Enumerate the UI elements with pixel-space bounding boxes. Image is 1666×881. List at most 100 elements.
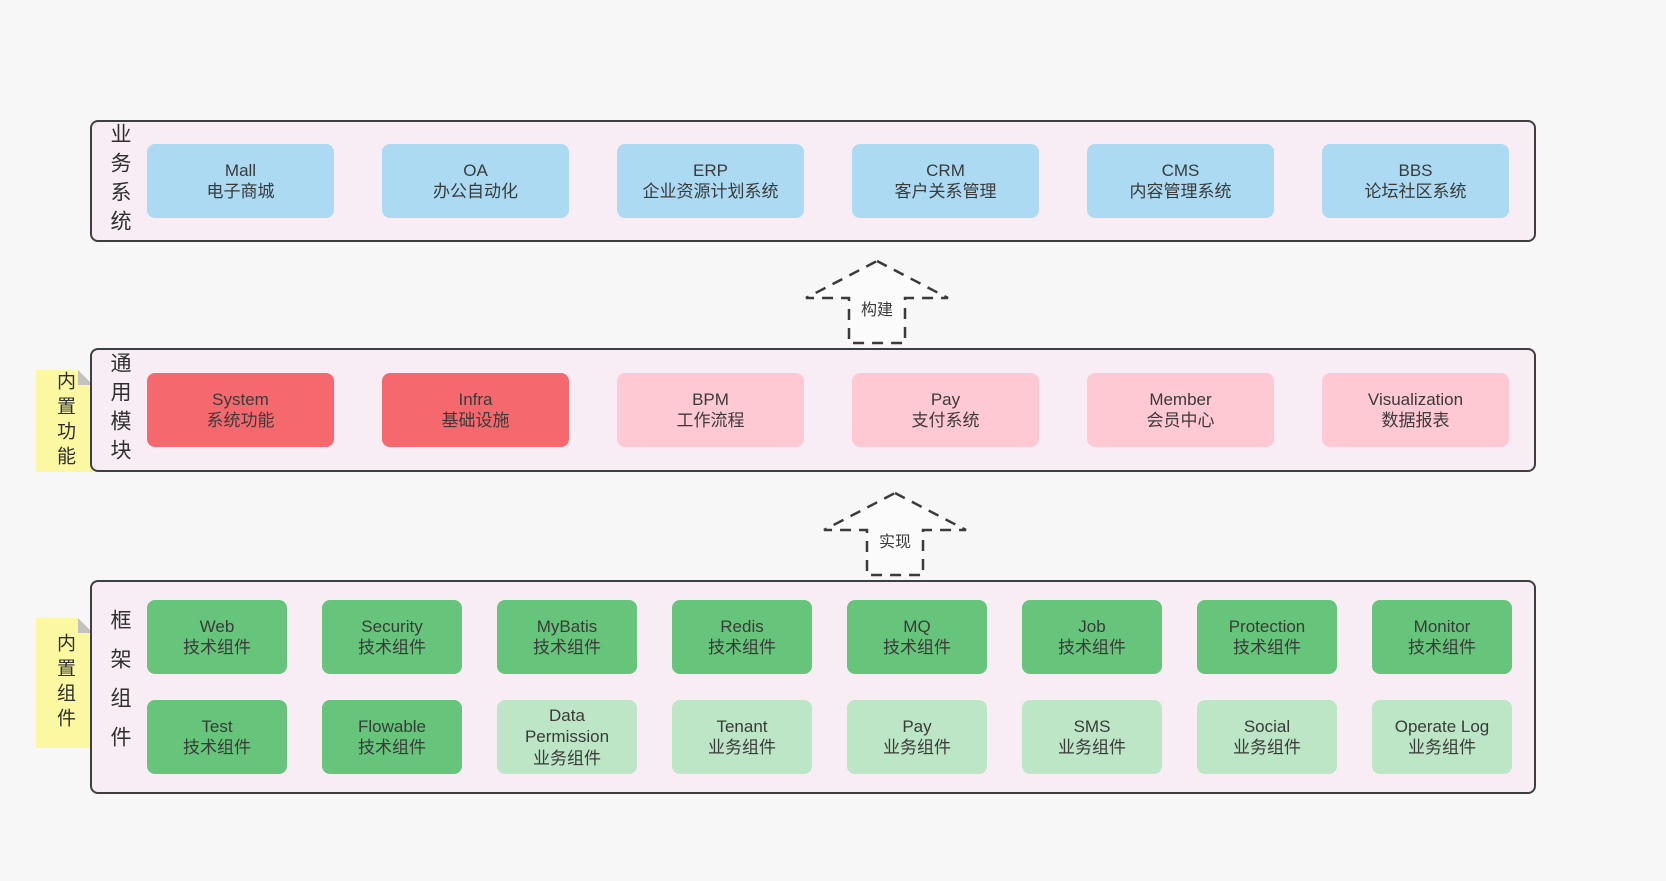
card-mall: Mall 电子商城	[147, 144, 334, 218]
card-title: Operate Log	[1394, 716, 1490, 736]
arrow-build-label: 构建	[856, 295, 898, 321]
card-redis: Redis 技术组件	[672, 600, 812, 674]
card-system: System 系统功能	[147, 373, 334, 447]
card-title: Monitor	[1413, 616, 1471, 636]
card-pay-system: Pay 支付系统	[852, 373, 1039, 447]
card-subtitle: 技术组件	[358, 738, 426, 757]
sticky-label: 内置功能	[54, 371, 75, 471]
modules-card-row: System 系统功能 Infra 基础设施 BPM 工作流程 Pay 支付系统…	[147, 350, 1534, 470]
card-title: BPM	[692, 389, 729, 409]
card-subtitle: 基础设施	[441, 411, 510, 430]
components-row-1: Web 技术组件 Security 技术组件 MyBatis 技术组件 Redi…	[147, 600, 1534, 674]
card-subtitle: 业务组件	[708, 738, 776, 757]
card-tenant: Tenant 业务组件	[672, 700, 812, 774]
card-title: System	[212, 389, 269, 409]
card-bpm: BPM 工作流程	[617, 373, 804, 447]
card-subtitle: 技术组件	[183, 638, 251, 657]
card-subtitle: 工作流程	[676, 411, 745, 430]
card-subtitle: 业务组件	[533, 748, 601, 768]
card-title: Pay	[930, 389, 961, 409]
panel-business-systems: 业务系统 Mall 电子商城 OA 办公自动化 ERP 企业资源计划系统 CRM…	[90, 120, 1536, 242]
card-subtitle: 技术组件	[883, 638, 951, 657]
card-subtitle: 办公自动化	[433, 182, 518, 201]
modules-side-label-text: 通用模块	[108, 352, 131, 468]
panel-common-modules: 通用模块 System 系统功能 Infra 基础设施 BPM 工作流程 Pay…	[90, 348, 1536, 472]
card-title: Data Permission	[524, 706, 610, 747]
card-subtitle: 业务组件	[1233, 738, 1301, 757]
card-title: Redis	[720, 616, 764, 636]
card-subtitle: 技术组件	[1058, 638, 1126, 657]
card-subtitle: 业务组件	[1408, 738, 1476, 757]
modules-side-label: 通用模块	[92, 350, 147, 470]
card-erp: ERP 企业资源计划系统	[617, 144, 804, 218]
card-title: BBS	[1398, 160, 1433, 180]
card-subtitle: 支付系统	[911, 411, 980, 430]
card-subtitle: 论坛社区系统	[1364, 182, 1467, 201]
card-subtitle: 业务组件	[883, 738, 951, 757]
card-monitor: Monitor 技术组件	[1372, 600, 1512, 674]
business-card-row: Mall 电子商城 OA 办公自动化 ERP 企业资源计划系统 CRM 客户关系…	[147, 122, 1534, 240]
business-side-label-text: 业务系统	[108, 123, 131, 239]
card-title: Infra	[458, 389, 493, 409]
card-title: Member	[1149, 389, 1212, 409]
card-oa: OA 办公自动化	[382, 144, 569, 218]
arrow-up-build: 构建	[802, 258, 952, 346]
card-subtitle: 技术组件	[183, 738, 251, 757]
card-title: Tenant	[716, 716, 768, 736]
card-title: MQ	[903, 616, 931, 636]
card-title: Flowable	[357, 716, 427, 736]
card-pay-component: Pay 业务组件	[847, 700, 987, 774]
card-title: Web	[199, 616, 235, 636]
card-title: Security	[361, 616, 423, 636]
card-subtitle: 会员中心	[1146, 411, 1215, 430]
card-subtitle: 技术组件	[1408, 638, 1476, 657]
card-mybatis: MyBatis 技术组件	[497, 600, 637, 674]
components-grid: Web 技术组件 Security 技术组件 MyBatis 技术组件 Redi…	[147, 582, 1534, 792]
card-title: Mall	[224, 160, 257, 180]
card-subtitle: 企业资源计划系统	[642, 182, 779, 201]
card-operate-log: Operate Log 业务组件	[1372, 700, 1512, 774]
card-infra: Infra 基础设施	[382, 373, 569, 447]
card-title: OA	[463, 160, 488, 180]
sticky-note-built-in-components: 内置组件	[36, 618, 93, 748]
card-subtitle: 内容管理系统	[1129, 182, 1232, 201]
card-visualization: Visualization 数据报表	[1322, 373, 1509, 447]
card-subtitle: 客户关系管理	[894, 182, 997, 201]
business-side-label: 业务系统	[92, 122, 147, 240]
card-subtitle: 电子商城	[206, 182, 275, 201]
card-subtitle: 系统功能	[206, 411, 275, 430]
components-side-label: 框架组件	[92, 582, 147, 792]
sticky-label: 内置组件	[54, 633, 75, 733]
card-test: Test 技术组件	[147, 700, 287, 774]
card-flowable: Flowable 技术组件	[322, 700, 462, 774]
card-title: Social	[1243, 716, 1291, 736]
card-title: CRM	[926, 160, 965, 180]
card-title: SMS	[1073, 716, 1111, 736]
card-bbs: BBS 论坛社区系统	[1322, 144, 1509, 218]
card-subtitle: 技术组件	[1233, 638, 1301, 657]
card-title: Protection	[1228, 616, 1306, 636]
arrow-implement-label: 实现	[874, 527, 916, 553]
card-cms: CMS 内容管理系统	[1087, 144, 1274, 218]
card-subtitle: 业务组件	[1058, 738, 1126, 757]
card-job: Job 技术组件	[1022, 600, 1162, 674]
card-subtitle: 数据报表	[1381, 411, 1450, 430]
card-title: MyBatis	[536, 616, 598, 636]
arrow-up-implement: 实现	[820, 490, 970, 578]
card-mq: MQ 技术组件	[847, 600, 987, 674]
card-title: CMS	[1161, 160, 1200, 180]
components-row-2: Test 技术组件 Flowable 技术组件 Data Permission …	[147, 700, 1534, 774]
card-social: Social 业务组件	[1197, 700, 1337, 774]
sticky-note-built-in-features: 内置功能	[36, 370, 93, 472]
card-subtitle: 技术组件	[358, 638, 426, 657]
card-data-permission: Data Permission 业务组件	[497, 700, 637, 774]
card-web: Web 技术组件	[147, 600, 287, 674]
card-subtitle: 技术组件	[708, 638, 776, 657]
card-subtitle: 技术组件	[533, 638, 601, 657]
card-title: ERP	[693, 160, 728, 180]
components-side-label-text: 框架组件	[108, 609, 131, 765]
card-title: Pay	[902, 716, 932, 736]
card-member: Member 会员中心	[1087, 373, 1274, 447]
card-crm: CRM 客户关系管理	[852, 144, 1039, 218]
